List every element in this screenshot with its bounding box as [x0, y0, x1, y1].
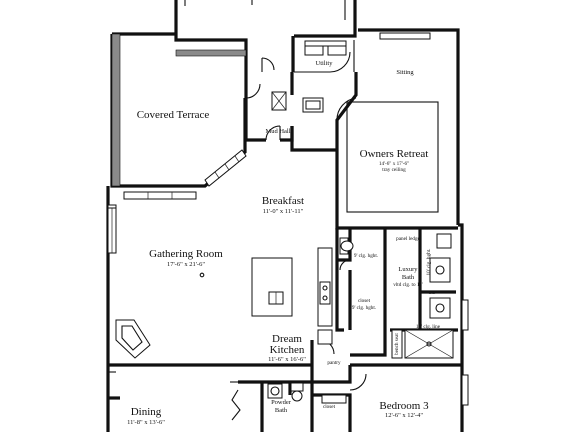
label-dream-kitchen-2: Kitchen [270, 344, 305, 356]
label-sitting: Sitting [396, 69, 414, 76]
fixtures [108, 40, 454, 404]
label-covered-terrace: Covered Terrace [137, 109, 210, 121]
label-owners-retreat: Owners Retreat [360, 148, 429, 160]
refrigerator [317, 329, 333, 345]
dims-dream-kitchen: 11'-6" x 16'-6" [268, 356, 306, 363]
dims-owners-retreat: 14'-6" x 17'-6" [379, 161, 409, 167]
label-powder-bath-1: Powder [271, 399, 292, 406]
dims-breakfast: 11'-0" x 11'-11" [263, 208, 304, 215]
label-luxury-bath-1: Luxury [398, 266, 418, 273]
powder-sink [267, 383, 283, 399]
vanity-2 [429, 297, 451, 319]
dims-gathering-room: 17'-6" x 21'-6" [167, 261, 205, 268]
note-panel-ledge: panel ledge [396, 236, 420, 242]
linen-shelf [321, 394, 347, 404]
powder-toilet [290, 382, 304, 392]
kitchen-island [251, 257, 293, 317]
bench-seat [391, 329, 403, 359]
tray-ceiling-outline [346, 101, 439, 213]
note-bench-seat: bench seat [394, 333, 400, 355]
interior-walls [108, 36, 458, 432]
note-owners-retreat: tray ceiling [382, 167, 406, 173]
room-labels: Covered Terrace Utility Sitting Mud Hall… [127, 60, 429, 426]
note-luxury-bath: vltd clg. to 11' [393, 282, 423, 288]
label-powder-bath-2: Bath [275, 407, 288, 414]
note-ceiling-line: 10' clg. line [416, 324, 441, 330]
dims-bedroom-3: 12'-6" x 12'-4" [385, 412, 423, 419]
fireplace [115, 319, 151, 359]
note-ceiling-10: 10' clg. hght. [426, 249, 432, 276]
label-luxury-bath-2: Bath [402, 274, 415, 281]
terrace-column-hatch [111, 33, 121, 187]
exterior-walls [106, 0, 464, 432]
label-gathering-room: Gathering Room [149, 248, 223, 260]
garage-outline [184, 0, 346, 20]
label-dining: Dining [131, 406, 162, 418]
ceiling-notes: 9' clg. hght. panel ledge 10' clg. hght.… [354, 236, 441, 355]
label-breakfast: Breakfast [262, 195, 304, 207]
label-pantry: pantry [327, 360, 341, 366]
dims-dining: 11'-8" x 13'-6" [127, 419, 165, 426]
doors [230, 51, 367, 421]
windows [107, 32, 469, 406]
label-closet-kitchen: closet [358, 298, 371, 304]
label-mud-hall: Mud Hall [265, 128, 290, 135]
label-bedroom-3: Bedroom 3 [379, 400, 429, 412]
note-closet-kitchen: 9' clg. hght. [352, 305, 376, 311]
label-dream-kitchen-1: Dream [272, 333, 302, 345]
vanity-1 [429, 257, 451, 283]
label-utility: Utility [316, 60, 334, 67]
note-lin: lin. [429, 290, 436, 296]
note-ceiling-owners-wc: 9' clg. hght. [354, 253, 378, 259]
label-closet-hall: closet [323, 404, 336, 410]
